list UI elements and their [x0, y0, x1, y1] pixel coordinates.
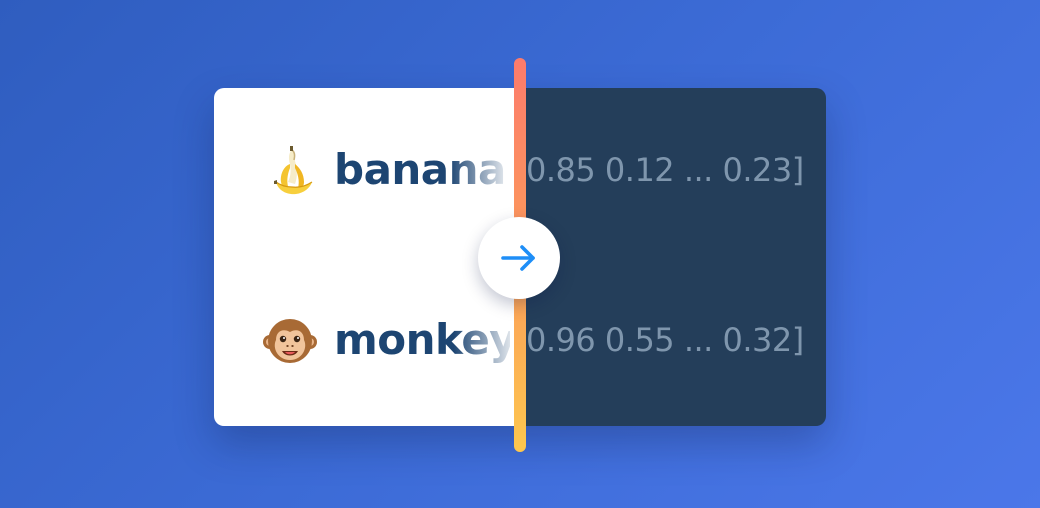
embedding-row-monkey: monkey [0.96 0.55 ... 0.32] — [214, 310, 826, 370]
embedding-row-banana: banana [0.85 0.12 ... 0.23] — [214, 140, 826, 200]
banana-emoji-icon — [274, 146, 313, 195]
transform-arrow-button — [478, 217, 560, 299]
monkey-emoji-icon — [263, 319, 317, 363]
word-label-monkey: monkey — [334, 310, 517, 370]
vector-label-monkey: [0.96 0.55 ... 0.32] — [514, 321, 804, 359]
arrow-right-icon — [501, 245, 535, 271]
vectors-pane — [520, 88, 826, 426]
vector-label-banana: [0.85 0.12 ... 0.23] — [514, 151, 804, 189]
words-pane — [214, 88, 520, 426]
word-label-banana: banana — [334, 140, 506, 200]
embedding-card: banana [0.85 0.12 ... 0.23] monkey [0.96… — [214, 88, 826, 426]
